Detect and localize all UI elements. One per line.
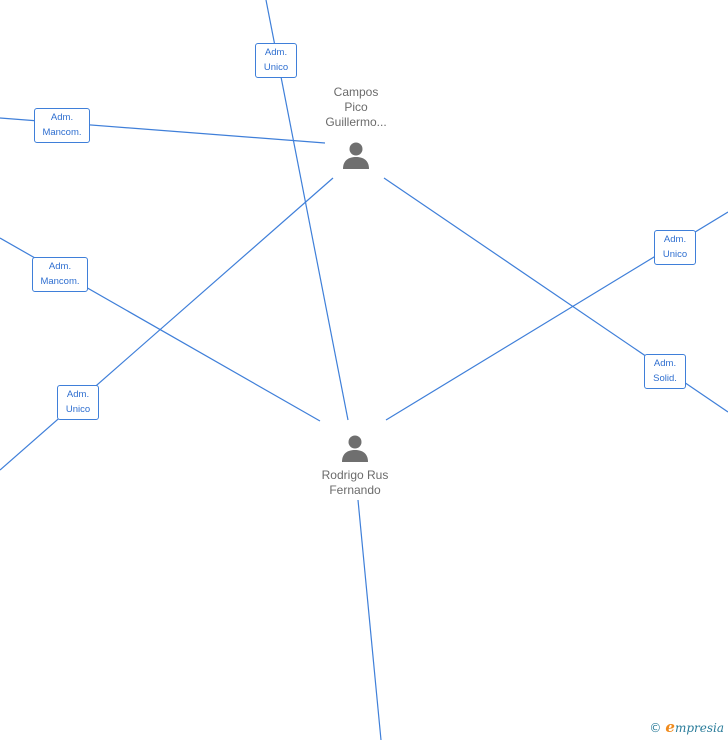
brand-name: mpresia (674, 721, 724, 735)
edge-label-adm-solid[interactable]: Adm. Solid. (644, 354, 686, 389)
copyright-icon: © (649, 721, 662, 735)
person-name-line-1: Rodrigo Rus (321, 468, 389, 482)
person-name-line-2: Fernando (329, 483, 381, 497)
edge-label-line-2: Unico (65, 404, 91, 415)
edge-label-line-2: Solid. (653, 373, 677, 384)
edge-rodrigo-to-bottom (357, 499, 382, 740)
edge-label-line-2: Mancom. (40, 276, 80, 287)
edge-label-line-2: Mancom. (42, 127, 82, 138)
person-icon (342, 435, 368, 462)
edge-label-adm-mancom-upper[interactable]: Adm. Mancom. (34, 108, 90, 143)
brand-watermark: ©empresia (649, 718, 724, 736)
person-name-line-3: Guillermo... (325, 115, 387, 129)
edge-label-line-1: Adm. (653, 358, 677, 369)
brand-initial: e (665, 718, 675, 736)
person-icon (343, 142, 369, 169)
edge-label-line-2: Unico (662, 249, 688, 260)
person-name-line-1: Campos (333, 85, 379, 99)
edge-campos-to-left-bottom (0, 177, 334, 471)
edge-label-adm-unico-top[interactable]: Adm. Unico (255, 43, 297, 78)
person-name: Rodrigo Rus Fernando (307, 468, 403, 498)
edge-label-line-1: Adm. (663, 234, 687, 245)
person-node-campos[interactable]: Campos Pico Guillermo... (310, 85, 402, 170)
edge-label-line-1: Adm. (66, 389, 90, 400)
person-name: Campos Pico Guillermo... (310, 85, 402, 130)
edge-label-line-1: Adm. (48, 261, 72, 272)
edge-label-line-1: Adm. (264, 47, 288, 58)
edge-label-adm-unico-left[interactable]: Adm. Unico (57, 385, 99, 420)
person-node-rodrigo[interactable]: Rodrigo Rus Fernando (307, 433, 403, 498)
edge-label-line-2: Unico (263, 62, 289, 73)
edge-label-line-1: Adm. (50, 112, 74, 123)
edge-label-adm-mancom-lower[interactable]: Adm. Mancom. (32, 257, 88, 292)
person-name-line-2: Pico (344, 100, 368, 114)
edge-label-adm-unico-right[interactable]: Adm. Unico (654, 230, 696, 265)
